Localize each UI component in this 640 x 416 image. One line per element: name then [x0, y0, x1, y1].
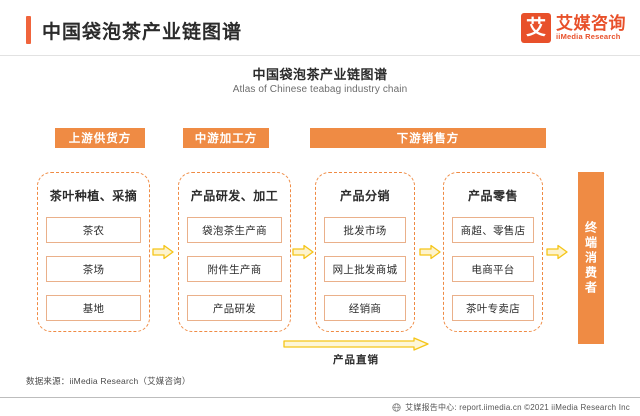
group-item-list: 茶农 茶场 基地 — [46, 217, 141, 321]
flow-arrow-right-icon — [152, 244, 174, 260]
group-box-retail: 产品零售 商超、零售店 电商平台 茶叶专卖店 — [443, 172, 543, 332]
chart-subtitle: Atlas of Chinese teabag industry chain — [232, 84, 408, 95]
globe-icon — [392, 402, 401, 412]
group-title: 茶叶种植、采摘 — [49, 189, 138, 203]
title-accent-bar — [26, 16, 31, 44]
source-note: 数据来源：iiMedia Research（艾媒咨询） — [26, 376, 191, 386]
list-item: 商超、零售店 — [452, 217, 534, 243]
header-divider — [0, 55, 640, 56]
end-consumer-label: 终端消费者 — [583, 220, 598, 296]
group-box-distribution: 产品分销 批发市场 网上批发商城 经销商 — [315, 172, 415, 332]
list-item: 茶叶专卖店 — [452, 295, 534, 321]
page-title: 中国袋泡茶产业链图谱 — [42, 22, 243, 43]
group-title: 产品零售 — [467, 189, 518, 203]
direct-sales-label: 产品直销 — [333, 354, 379, 366]
flow-arrow-right-icon — [419, 244, 441, 260]
brand-logo: 艾 艾媒咨询 iiMedia Research — [521, 12, 626, 44]
list-item: 经销商 — [324, 295, 406, 321]
brand-mark-icon: 艾 — [521, 13, 551, 43]
flow-arrow-right-icon — [292, 244, 314, 260]
list-item: 网上批发商城 — [324, 256, 406, 282]
list-item: 袋泡茶生产商 — [187, 217, 282, 243]
stage-label-downstream: 下游销售方 — [310, 128, 546, 148]
brand-text: 艾媒咨询 iiMedia Research — [556, 13, 626, 42]
stage-label-upstream: 上游供货方 — [55, 128, 145, 148]
footer-text: 艾媒报告中心: report.iimedia.cn ©2021 iiMedia … — [405, 402, 630, 412]
list-item: 茶场 — [46, 256, 141, 282]
group-item-list: 批发市场 网上批发商城 经销商 — [324, 217, 406, 321]
list-item: 电商平台 — [452, 256, 534, 282]
chart-title: 中国袋泡茶产业链图谱 — [252, 67, 388, 82]
flow-arrow-right-icon — [546, 244, 568, 260]
group-item-list: 袋泡茶生产商 附件生产商 产品研发 — [187, 217, 282, 321]
group-title: 产品研发、加工 — [190, 189, 279, 203]
end-consumer-node: 终端消费者 — [578, 172, 604, 344]
group-item-list: 商超、零售店 电商平台 茶叶专卖店 — [452, 217, 534, 321]
footer-bar: 艾媒报告中心: report.iimedia.cn ©2021 iiMedia … — [0, 398, 640, 416]
stage-label-midstream: 中游加工方 — [183, 128, 269, 148]
brand-name-en: iiMedia Research — [556, 32, 621, 42]
direct-sales-arrow-icon — [283, 337, 429, 351]
group-box-manufacturing: 产品研发、加工 袋泡茶生产商 附件生产商 产品研发 — [178, 172, 291, 332]
list-item: 批发市场 — [324, 217, 406, 243]
group-title: 产品分销 — [339, 189, 390, 203]
list-item: 产品研发 — [187, 295, 282, 321]
group-box-planting: 茶叶种植、采摘 茶农 茶场 基地 — [37, 172, 150, 332]
list-item: 附件生产商 — [187, 256, 282, 282]
list-item: 茶农 — [46, 217, 141, 243]
footer-divider — [0, 397, 640, 398]
app-header: 中国袋泡茶产业链图谱 艾 艾媒咨询 iiMedia Research — [0, 0, 640, 55]
brand-name-cn: 艾媒咨询 — [556, 13, 626, 33]
list-item: 基地 — [46, 295, 141, 321]
